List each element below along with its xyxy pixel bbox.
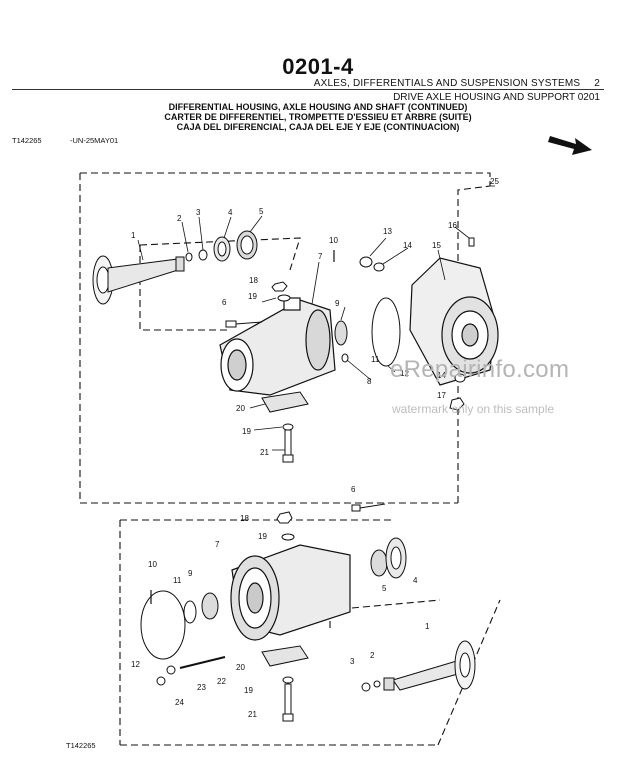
watermark-note: watermark only on this sample: [392, 402, 555, 416]
part-11-bottom: [183, 600, 197, 624]
part-24: [156, 676, 166, 686]
callouts-top: 25 1 2 3 4 5 18 19 6 7 20 19 21 10 13 14…: [131, 177, 499, 457]
callout-label: 17: [437, 391, 446, 400]
callout-label: 23: [197, 683, 206, 692]
washer-19-top: [277, 294, 291, 302]
part-14-top: [373, 262, 385, 272]
rod-22: [179, 656, 226, 669]
callout-label: 5: [382, 584, 387, 593]
oring-12-top: [371, 297, 401, 367]
callout-label: 2: [370, 651, 375, 660]
callout-label: 19: [244, 686, 253, 695]
seal-9-top: [334, 320, 348, 346]
callout-label: 11: [173, 576, 182, 585]
callout-label: 18: [249, 276, 258, 285]
axle-housing-15: [409, 257, 499, 386]
part-23: [166, 665, 176, 675]
axle-shaft-bottom: [361, 640, 476, 692]
callout-label: 14: [437, 371, 446, 380]
callout-label: 14: [403, 241, 412, 250]
section-name: AXLES, DIFFERENTIALS AND SUSPENSION SYST…: [313, 78, 581, 89]
callout-label: 8: [367, 377, 372, 386]
callout-label: 12: [131, 660, 140, 669]
callout-label: 13: [383, 227, 392, 236]
figure-ref-top: T142265: [12, 136, 42, 145]
section-title: AXLES, DIFFERENTIALS AND SUSPENSION SYST…: [314, 78, 600, 89]
part-8-top: [341, 353, 349, 363]
callout-label: 4: [228, 208, 233, 217]
oring-12-bottom: [140, 590, 186, 660]
callout-label: 24: [175, 698, 184, 707]
callout-label: 2: [177, 214, 182, 223]
callout-label: 9: [188, 569, 193, 578]
axle-shaft-top: [92, 255, 185, 305]
callout-label: 3: [350, 657, 355, 666]
callout-label: 21: [260, 448, 269, 457]
callout-25: 25: [490, 177, 499, 186]
bracket-20-bottom: [261, 645, 309, 667]
callout-label: 10: [329, 236, 338, 245]
part-16: [468, 237, 475, 247]
callout-label: 6: [351, 485, 356, 494]
callout-label: 22: [217, 677, 226, 686]
bolt-6-top: [225, 320, 263, 328]
title-block: DIFFERENTIAL HOUSING, AXLE HOUSING AND S…: [0, 102, 636, 132]
date-code: -UN-25MAY01: [70, 136, 119, 145]
callout-label: 6: [222, 298, 227, 307]
part-5-bottom: [370, 549, 388, 577]
bolt-6-bottom: [351, 504, 361, 512]
figure-ref-bottom: T142265: [66, 741, 96, 750]
callout-label: 16: [448, 221, 457, 230]
washer-19b-top: [282, 423, 294, 431]
callout-label: 20: [236, 663, 245, 672]
callout-label: 15: [432, 241, 441, 250]
page-number: 0201-4: [282, 54, 354, 79]
part-13: [359, 256, 373, 268]
section-number: 2: [594, 78, 600, 89]
part-14b: [454, 373, 466, 383]
differential-housing-top: [219, 297, 336, 396]
callout-label: 19: [248, 292, 257, 301]
seal-9-bottom: [201, 592, 219, 620]
callout-label: 19: [258, 532, 267, 541]
callout-label: 10: [148, 560, 157, 569]
part-17: [449, 397, 465, 411]
group-title: DRIVE AXLE HOUSING AND SUPPORT 0201: [393, 92, 600, 103]
callout-label: 12: [400, 369, 409, 378]
header-rule: [12, 89, 604, 90]
callout-label: 20: [236, 404, 245, 413]
differential-housing-bottom: [230, 544, 351, 641]
callout-label: 11: [371, 355, 380, 364]
part-2: [185, 252, 193, 262]
callout-label: 19: [242, 427, 251, 436]
callout-label: 7: [318, 252, 323, 261]
callout-label: 9: [335, 299, 340, 308]
nut-18-top: [271, 281, 288, 292]
callout-label: 5: [259, 207, 264, 216]
part-3: [198, 249, 208, 261]
title-english: DIFFERENTIAL HOUSING, AXLE HOUSING AND S…: [168, 102, 468, 112]
callout-label: 18: [240, 514, 249, 523]
title-spanish: CAJA DEL DIFERENCIAL, CAJA DEL EJE Y EJE…: [176, 122, 460, 132]
washer-19-bottom: [281, 533, 295, 541]
nut-18-bottom: [276, 511, 293, 524]
bracket-20-top: [261, 391, 309, 413]
callout-label: 7: [215, 540, 220, 549]
watermark-main: eRepairinfo.com: [390, 356, 570, 383]
arrow-icon: [548, 136, 592, 155]
callouts-bottom: 6 18 19 7 10 11 9 12 20 19 21 22 23 24 5…: [131, 485, 430, 719]
callout-label: 4: [413, 576, 418, 585]
callout-label: 1: [425, 622, 430, 631]
callout-label: 3: [196, 208, 201, 217]
title-french: CARTER DE DIFFERENTIEL, TROMPETTE D'ESSI…: [164, 112, 472, 122]
callout-label: 1: [131, 231, 136, 240]
callout-label: 21: [248, 710, 257, 719]
